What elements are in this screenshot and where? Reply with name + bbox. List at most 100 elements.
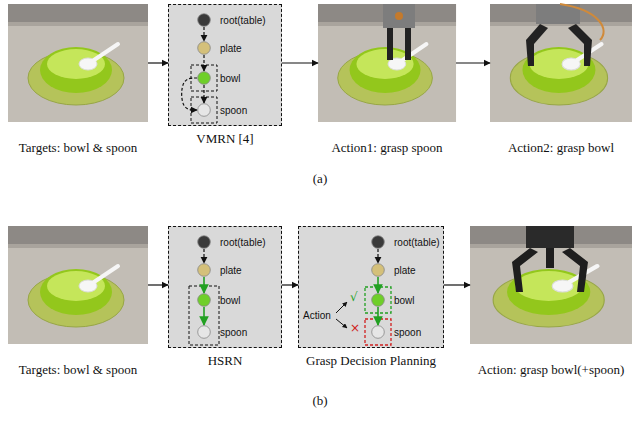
object-circle [371, 263, 385, 277]
connector-arrow [203, 307, 205, 325]
connector-arrow [377, 307, 379, 325]
network-panel: VMRN [4]root(table)platebowlspoon [168, 4, 282, 126]
network-panel: HSRNroot(table)platebowlspoon [168, 226, 282, 348]
photo-scene [8, 4, 148, 122]
object-circle [372, 264, 385, 277]
object-circle [198, 294, 211, 307]
check-mark: √ [350, 291, 358, 305]
photo-panel: Action2: grasp bowl [490, 4, 632, 156]
object-node: root(table) [197, 13, 211, 27]
object-circle [197, 263, 211, 277]
object-label: bowl [220, 73, 241, 84]
connector-arrow [377, 249, 378, 263]
photo-caption: Action1: grasp spoon [331, 140, 442, 156]
object-circle [197, 13, 211, 27]
object-circle [372, 294, 385, 307]
connector-arrow [282, 284, 298, 285]
object-label: root(table) [220, 237, 266, 248]
connector-arrow [203, 249, 204, 263]
connector-arrow [182, 78, 197, 110]
object-label: plate [220, 43, 242, 54]
photo-scene [318, 4, 456, 122]
object-label: root(table) [220, 15, 266, 26]
panel-tag: (a) [313, 172, 327, 187]
panel-fill [298, 226, 444, 348]
object-circle [197, 103, 211, 117]
connector-arrow [203, 55, 204, 71]
object-node: root(table) [197, 235, 211, 249]
object-circle [197, 293, 211, 307]
connector-arrow [148, 284, 168, 285]
object-node: plate [197, 41, 211, 55]
action-label: Action [303, 310, 331, 322]
connector-arrow [282, 62, 318, 63]
object-label: spoon [220, 327, 247, 338]
object-circle [197, 41, 211, 55]
panel-fill [168, 226, 282, 348]
object-node: spoon [371, 325, 385, 339]
photo-caption: Targets: bowl & spoon [19, 140, 137, 156]
object-label: plate [394, 265, 416, 276]
object-circle [371, 293, 385, 307]
object-circle [198, 326, 211, 339]
connector-arrow [203, 277, 205, 293]
photo-panel: Targets: bowl & spoon [8, 4, 148, 156]
connector-arrow [377, 277, 379, 293]
object-node: bowl [197, 71, 211, 85]
photo-panel: Targets: bowl & spoon [8, 226, 148, 378]
panel-tag: (b) [312, 394, 327, 409]
object-label: spoon [394, 327, 421, 338]
connector-arrow [456, 62, 490, 63]
network-panel: Grasp Decision Planningroot(table)plateb… [298, 226, 444, 348]
gripper [383, 4, 415, 60]
panel-title: VMRN [4] [196, 131, 253, 147]
object-circle [197, 235, 211, 249]
photo-caption: Action: grasp bowl(+spoon) [478, 362, 625, 378]
gripper [526, 4, 604, 66]
panel-title: Grasp Decision Planning [306, 353, 436, 369]
photo-scene [490, 4, 632, 122]
object-circle [198, 236, 211, 249]
object-circle [371, 235, 385, 249]
photo-panel: Action: grasp bowl(+spoon) [470, 226, 632, 378]
object-node: root(table) [371, 235, 385, 249]
panel-fill [168, 4, 282, 126]
object-node: spoon [197, 103, 211, 117]
object-circle [198, 14, 211, 27]
object-circle [198, 42, 211, 55]
connector-arrow [444, 284, 470, 285]
panel-title: HSRN [208, 353, 243, 369]
object-node: plate [371, 263, 385, 277]
object-circle [198, 72, 211, 85]
object-label: bowl [220, 295, 241, 306]
photo-caption: Targets: bowl & spoon [19, 362, 137, 378]
photo-panel: Action1: grasp spoon [318, 4, 456, 156]
object-label: bowl [394, 295, 415, 306]
object-circle [372, 326, 385, 339]
connector-arrow [148, 62, 168, 63]
object-node: plate [197, 263, 211, 277]
object-circle [197, 71, 211, 85]
object-circle [371, 325, 385, 339]
photo-scene [470, 226, 632, 344]
leader-arrow [336, 302, 347, 313]
leader-arrow [336, 319, 347, 328]
object-circle [197, 325, 211, 339]
cross-mark: × [350, 322, 360, 336]
object-node: bowl [197, 293, 211, 307]
gripper [512, 226, 588, 292]
object-node: bowl [371, 293, 385, 307]
photo-caption: Action2: grasp bowl [508, 140, 614, 156]
object-label: spoon [220, 105, 247, 116]
object-circle [198, 264, 211, 277]
connector-arrow [203, 27, 204, 41]
object-node: spoon [197, 325, 211, 339]
connector-arrow [203, 85, 204, 103]
object-circle [198, 104, 211, 117]
dashed-frame [189, 286, 219, 345]
object-label: plate [220, 265, 242, 276]
object-label: root(table) [394, 237, 440, 248]
